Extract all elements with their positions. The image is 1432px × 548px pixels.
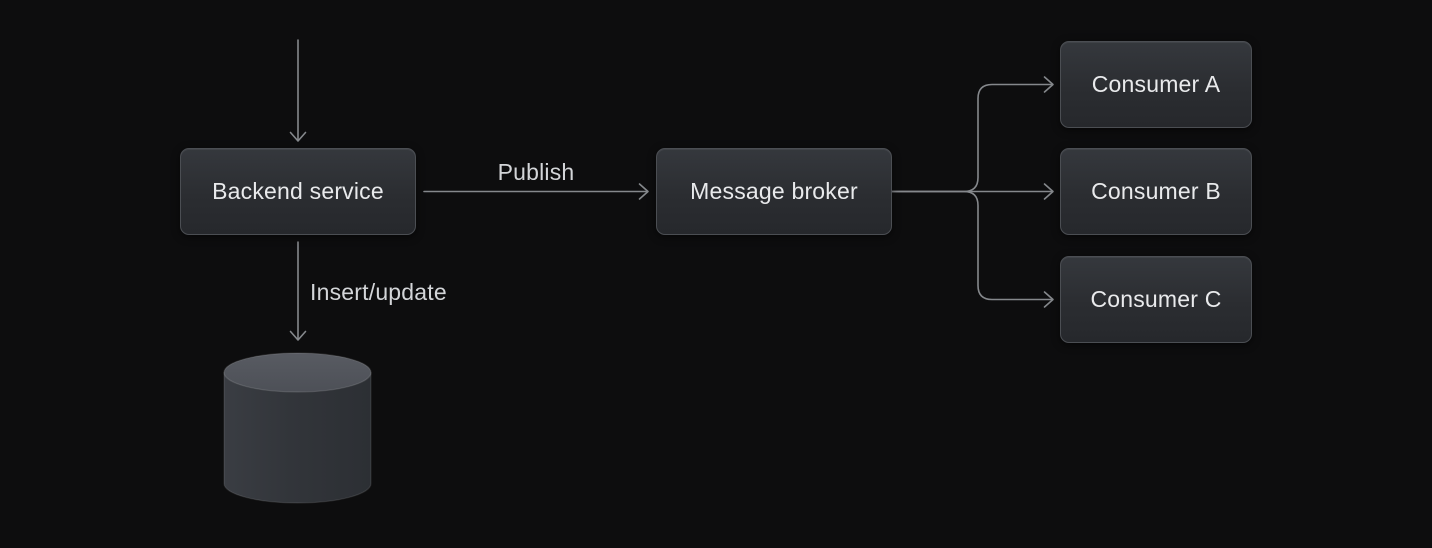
node-backend-service-label: Backend service bbox=[212, 178, 384, 204]
arrow-publish bbox=[423, 183, 649, 200]
database-cylinder-icon bbox=[223, 352, 372, 504]
arrow-insert-update bbox=[289, 241, 307, 341]
node-backend-service: Backend service bbox=[180, 148, 416, 235]
edge-label-publish: Publish bbox=[497, 159, 575, 185]
node-consumer-b: Consumer B bbox=[1060, 148, 1252, 235]
node-message-broker-label: Message broker bbox=[690, 178, 858, 204]
node-consumer-c: Consumer C bbox=[1060, 256, 1252, 343]
arrow-broker-to-consumer-b bbox=[891, 183, 1054, 200]
node-consumer-b-label: Consumer B bbox=[1091, 178, 1221, 204]
node-consumer-a: Consumer A bbox=[1060, 41, 1252, 128]
database-node bbox=[220, 348, 376, 510]
node-consumer-c-label: Consumer C bbox=[1090, 286, 1222, 312]
node-message-broker: Message broker bbox=[656, 148, 892, 235]
edge-label-insert-update: Insert/update bbox=[310, 279, 447, 305]
arrow-inbound-to-backend bbox=[289, 39, 307, 142]
arrow-broker-to-consumer-a bbox=[891, 76, 1054, 193]
arrow-broker-to-consumer-c bbox=[891, 190, 1054, 308]
node-consumer-a-label: Consumer A bbox=[1091, 71, 1221, 97]
